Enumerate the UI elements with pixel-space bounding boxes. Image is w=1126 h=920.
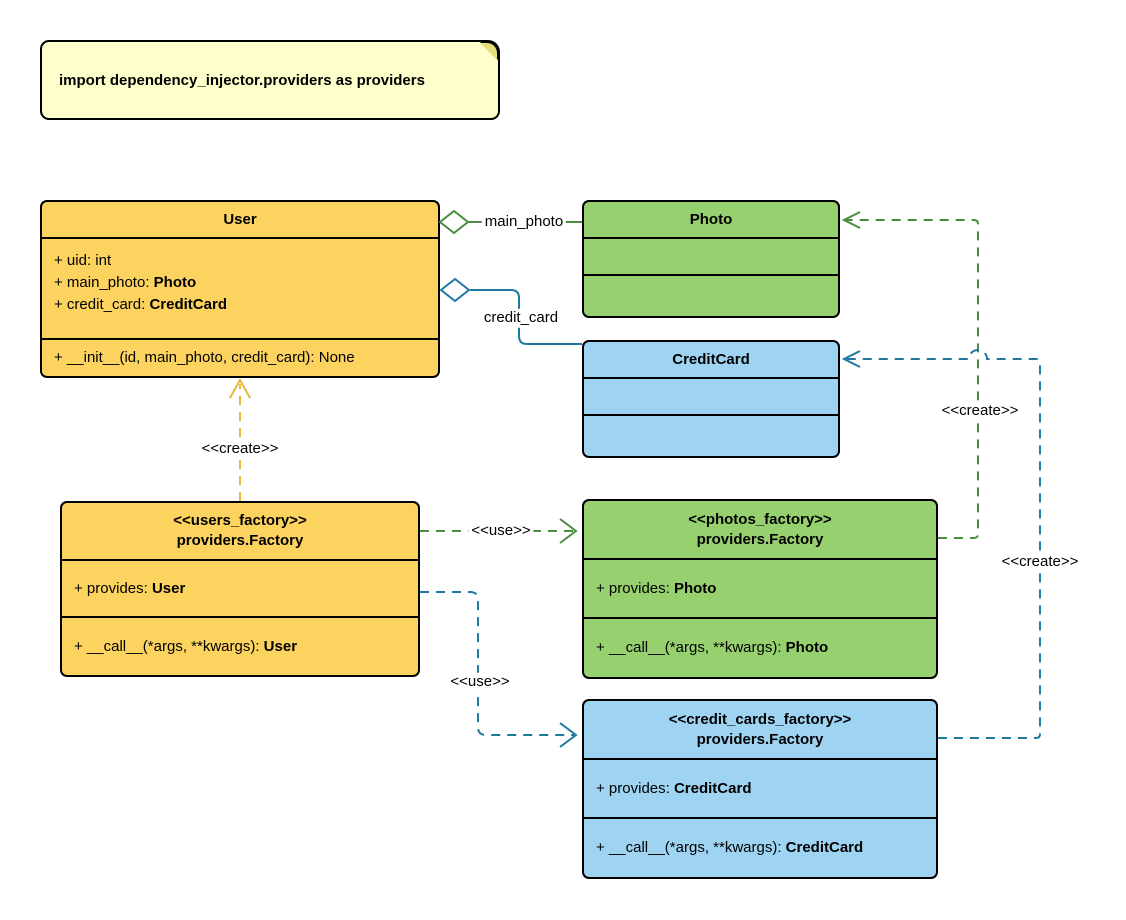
class-credit-cards-factory: <<credit_cards_factory>> providers.Facto… <box>582 699 938 879</box>
class-users-factory-title: <<users_factory>> providers.Factory <box>62 503 418 561</box>
class-stereotype-text: <<users_factory>> <box>173 512 307 529</box>
class-users-factory: <<users_factory>> providers.Factory + pr… <box>60 501 420 677</box>
attribute-row: + provides: CreditCard <box>596 778 751 800</box>
class-credit-card-attributes <box>584 379 838 416</box>
method-row: + __call__(*args, **kwargs): User <box>74 636 297 658</box>
attribute-row: + provides: Photo <box>596 578 716 600</box>
class-title-text: providers.Factory <box>176 532 304 549</box>
attribute-type: CreditCard <box>149 296 227 313</box>
class-photos-factory-methods: + __call__(*args, **kwargs): Photo <box>584 619 936 677</box>
uml-note: import dependency_injector.providers as … <box>40 40 500 120</box>
class-user-attributes: + uid: int + main_photo: Photo + credit_… <box>42 239 438 340</box>
class-title-text: providers.Factory <box>696 530 824 548</box>
attribute-text: + provides: <box>596 779 674 797</box>
class-photos-factory-title: <<photos_factory>> providers.Factory <box>584 501 936 560</box>
attribute-type: Photo <box>673 579 717 597</box>
class-users-factory-methods: + __call__(*args, **kwargs): User <box>62 618 418 675</box>
note-text: import dependency_injector.providers as … <box>59 71 425 89</box>
method-text: + __call__(*args, **kwargs): <box>596 839 786 856</box>
method-text: + __call__(*args, **kwargs): <box>596 639 786 656</box>
method-type: CreditCard <box>785 839 864 856</box>
method-row: + __init__(id, main_photo, credit_card):… <box>54 347 355 369</box>
edge-label-use-credit-cards: <<use>> <box>447 672 513 692</box>
edge-label-create-photo: <<create>> <box>938 401 1022 421</box>
class-stereotype-text: <<photos_factory>> <box>688 510 832 528</box>
attribute-text: + credit_card: <box>54 296 150 313</box>
attribute-text: + uid: int <box>54 252 112 269</box>
aggregation-diamond-main-photo-icon <box>438 209 470 235</box>
edge-label-main-photo: main_photo <box>481 212 567 232</box>
edge-label-create-credit-card: <<create>> <box>998 552 1082 572</box>
method-text: + __init__(id, main_photo, credit_card):… <box>54 349 355 366</box>
class-credit-cards-factory-title: <<credit_cards_factory>> providers.Facto… <box>584 701 936 760</box>
class-credit-cards-factory-attributes: + provides: CreditCard <box>584 760 936 819</box>
attribute-type: User <box>151 579 186 597</box>
create-photo-line <box>846 219 979 539</box>
class-title-text: Photo <box>689 210 733 228</box>
class-title-text: User <box>223 210 257 228</box>
create-credit-card-arrowhead-icon <box>841 350 861 368</box>
use-credit-cards-line <box>420 591 574 736</box>
edge-label-credit-card: credit_card <box>480 308 562 328</box>
edge-label-use-photos: <<use>> <box>468 521 534 541</box>
class-photos-factory-attributes: + provides: Photo <box>584 560 936 619</box>
class-stereotype-text: <<credit_cards_factory>> <box>668 710 852 728</box>
attribute-row: + credit_card: CreditCard <box>54 294 438 316</box>
create-user-arrowhead-icon <box>229 377 251 399</box>
aggregation-diamond-credit-card-icon <box>439 277 471 303</box>
class-credit-card-methods <box>584 416 838 456</box>
class-title-text: CreditCard <box>672 350 750 368</box>
class-photo-title: Photo <box>584 202 838 239</box>
use-credit-cards-arrowhead-icon <box>559 722 578 748</box>
attribute-text: + provides: <box>596 579 674 597</box>
class-user-methods: + __init__(id, main_photo, credit_card):… <box>42 340 438 376</box>
class-user: User + uid: int + main_photo: Photo + cr… <box>40 200 440 378</box>
class-credit-cards-factory-methods: + __call__(*args, **kwargs): CreditCard <box>584 819 936 877</box>
class-title-text: providers.Factory <box>696 730 824 748</box>
class-credit-card-title: CreditCard <box>584 342 838 379</box>
class-photo-attributes <box>584 239 838 276</box>
attribute-row: + provides: User <box>74 578 185 600</box>
attribute-row: + uid: int <box>54 250 438 272</box>
attribute-row: + main_photo: Photo <box>54 272 438 294</box>
attribute-type: CreditCard <box>673 779 752 797</box>
note-fold-inner-icon <box>480 43 497 60</box>
method-row: + __call__(*args, **kwargs): CreditCard <box>596 837 863 859</box>
method-row: + __call__(*args, **kwargs): Photo <box>596 637 828 659</box>
class-credit-card: CreditCard <box>582 340 840 458</box>
create-photo-arrowhead-icon <box>841 211 861 229</box>
method-type: Photo <box>785 639 829 656</box>
class-users-factory-attributes: + provides: User <box>62 561 418 618</box>
edge-label-create-user: <<create>> <box>198 439 282 459</box>
attribute-text: + provides: <box>74 579 152 597</box>
method-text: + __call__(*args, **kwargs): <box>74 637 264 655</box>
class-photo-methods <box>584 276 838 316</box>
class-photos-factory: <<photos_factory>> providers.Factory + p… <box>582 499 938 679</box>
attribute-type: Photo <box>153 274 197 291</box>
attribute-text: + main_photo: <box>54 274 154 291</box>
class-photo: Photo <box>582 200 840 318</box>
class-user-title: User <box>42 202 438 239</box>
use-photos-arrowhead-icon <box>559 518 578 544</box>
method-type: User <box>263 637 298 655</box>
